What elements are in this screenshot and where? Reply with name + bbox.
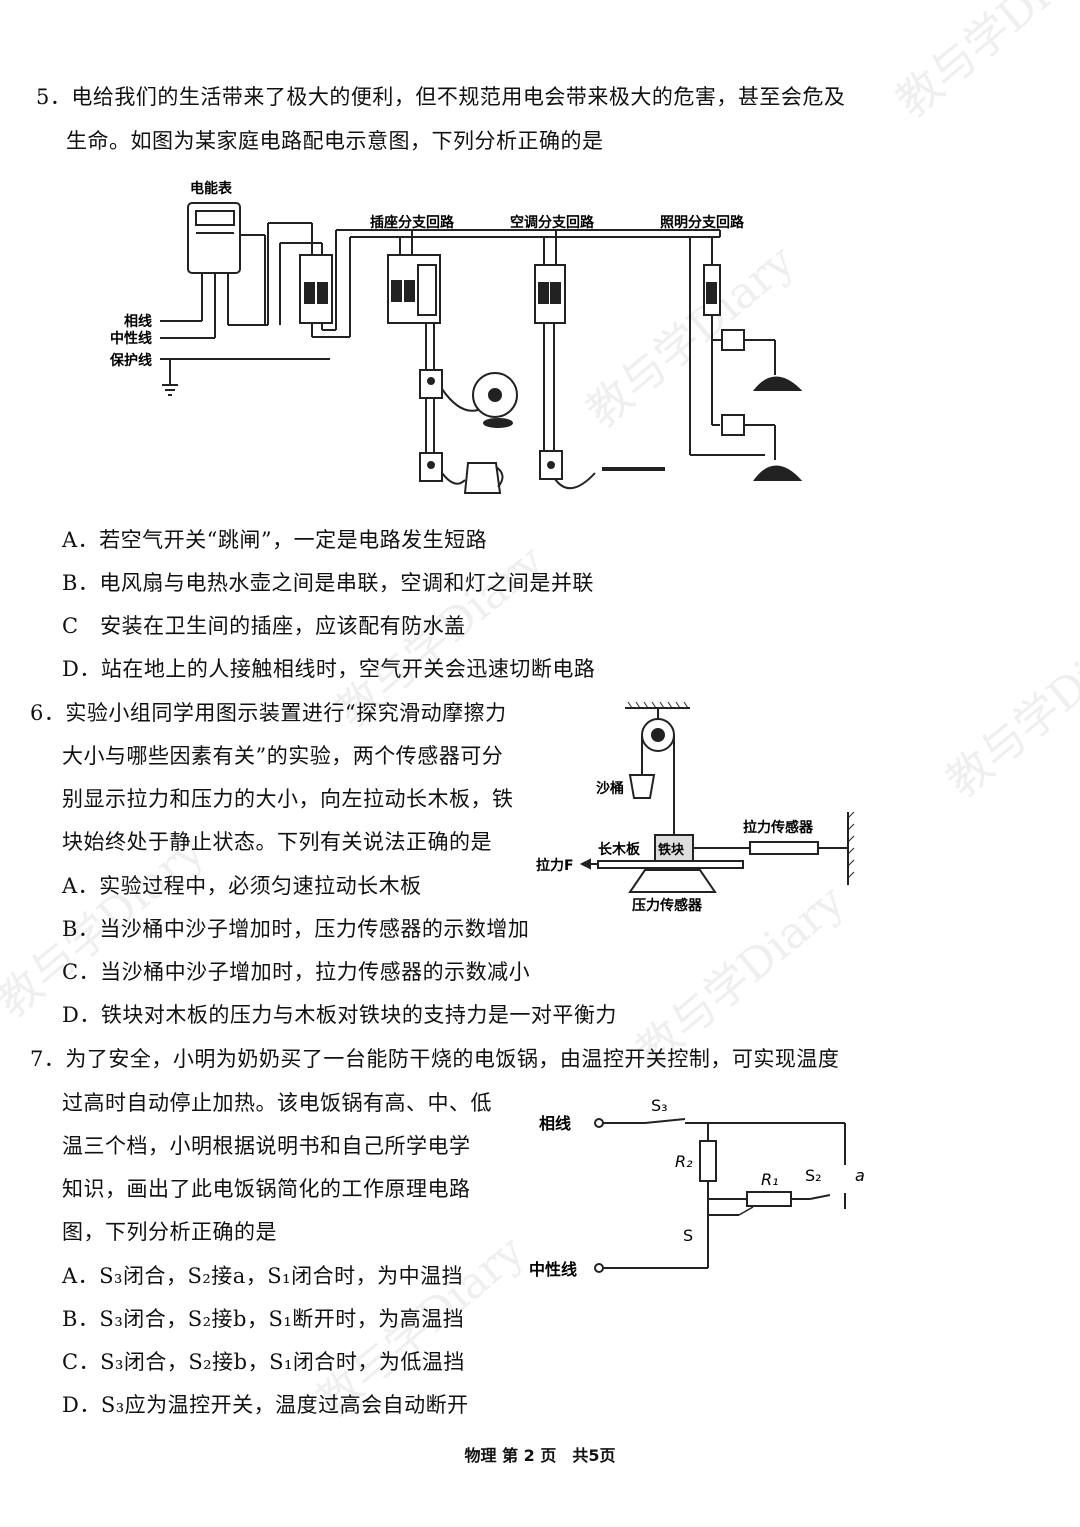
- light-branch-label: 照明分支回路: [660, 214, 745, 231]
- q6-option-c: C．当沙桶中沙子增加时，拉力传感器的示数减小: [62, 960, 531, 984]
- q7-live-wire-label: 相线: [539, 1114, 571, 1133]
- q5-stem-line2: 生命。如图为某家庭电路配电示意图，下列分析正确的是: [66, 129, 604, 153]
- pull-force-label: 拉力F: [536, 857, 574, 874]
- pressure-sensor-label: 压力传感器: [632, 897, 703, 914]
- q7-option-b: B．S₃闭合，S₂接b，S₁断开时，为高温挡: [62, 1307, 465, 1331]
- q6-option-b: B．当沙桶中沙子增加时，压力传感器的示数增加: [62, 917, 530, 941]
- q6-friction-diagram: 沙桶 拉力传感器 长木板 铁块 拉力F 压力传感器: [536, 701, 855, 914]
- q7-option-a: A．S₃闭合，S₂接a，S₁闭合时，为中温挡: [62, 1264, 464, 1288]
- watermark: 教与学Diary: [887, 0, 1080, 128]
- neutral-wire-label: 中性线: [110, 330, 152, 347]
- q6-option-a: A．实验过程中，必须匀速拉动长木板: [62, 874, 422, 898]
- q6-stem-line3: 别显示拉力和压力的大小，向左拉动长木板，铁: [62, 787, 514, 811]
- q7-circuit-diagram: 相线 中性线 S₃ R₂ R₁ S₂ a S: [529, 1096, 865, 1279]
- page-footer: 物理 第 2 页 共5页: [464, 1446, 616, 1465]
- a-label: a: [855, 1166, 865, 1185]
- q7-option-d: D．S₃应为温控开关，温度过高会自动断开: [62, 1393, 469, 1417]
- r1-label: R₁: [761, 1170, 779, 1189]
- s-label: S: [683, 1226, 693, 1245]
- s3-label: S₃: [651, 1096, 668, 1115]
- q6-stem-line2: 大小与哪些因素有关”的实验，两个传感器可分: [62, 744, 504, 768]
- q5-stem-line1: 5．电给我们的生活带来了极大的便利，但不规范用电会带来极大的危害，甚至会危及: [36, 85, 846, 109]
- q5-option-a: A．若空气开关“跳闸”，一定是电路发生短路: [62, 528, 488, 552]
- q7-stem-line2: 过高时自动停止加热。该电饭锅有高、中、低: [62, 1091, 492, 1115]
- live-wire-label: 相线: [124, 313, 152, 330]
- socket-branch-label: 插座分支回路: [370, 214, 455, 231]
- q5-option-c: C 安装在卫生间的插座，应该配有防水盖: [62, 614, 466, 638]
- tension-sensor-label: 拉力传感器: [743, 819, 814, 836]
- s2-label: S₂: [805, 1166, 822, 1185]
- q6-stem-line1: 6．实验小组同学用图示装置进行“探究滑动摩擦力: [30, 701, 507, 725]
- q7-stem-line3: 温三个档，小明根据说明书和自己所学电学: [62, 1134, 471, 1158]
- r2-label: R₂: [675, 1152, 693, 1171]
- q7-stem-line5: 图，下列分析正确的是: [62, 1220, 277, 1244]
- q6-stem-line4: 块始终处于静止状态。下列有关说法正确的是: [62, 830, 492, 854]
- watermark: 教与学Diary: [937, 605, 1080, 808]
- q7-neutral-wire-label: 中性线: [529, 1260, 577, 1279]
- q6-option-d: D．铁块对木板的压力与木板对铁块的支持力是一对平衡力: [62, 1003, 617, 1027]
- ac-branch-label: 空调分支回路: [510, 214, 595, 231]
- iron-block-label: 铁块: [657, 842, 685, 858]
- board-label: 长木板: [598, 841, 641, 858]
- ground-wire-label: 保护线: [109, 352, 152, 369]
- q7-stem-line1: 7．为了安全，小明为奶奶买了一台能防干烧的电饭锅，由温控开关控制，可实现温度: [30, 1047, 840, 1071]
- meter-label: 电能表: [190, 180, 233, 197]
- sand-bucket-label: 沙桶: [596, 780, 624, 797]
- q7-stem-line4: 知识，画出了此电饭锅简化的工作原理电路: [62, 1177, 471, 1201]
- q7-option-c: C．S₃闭合，S₂接b，S₁闭合时，为低温挡: [62, 1350, 465, 1374]
- q5-wiring-diagram: 电能表 插座分支回路 空调分支回路 照明分支回路 相线 中性线 保护线: [109, 180, 803, 494]
- q5-option-d: D．站在地上的人接触相线时，空气开关会迅速切断电路: [62, 657, 596, 681]
- q5-option-b: B．电风扇与电热水壶之间是串联，空调和灯之间是并联: [62, 571, 594, 595]
